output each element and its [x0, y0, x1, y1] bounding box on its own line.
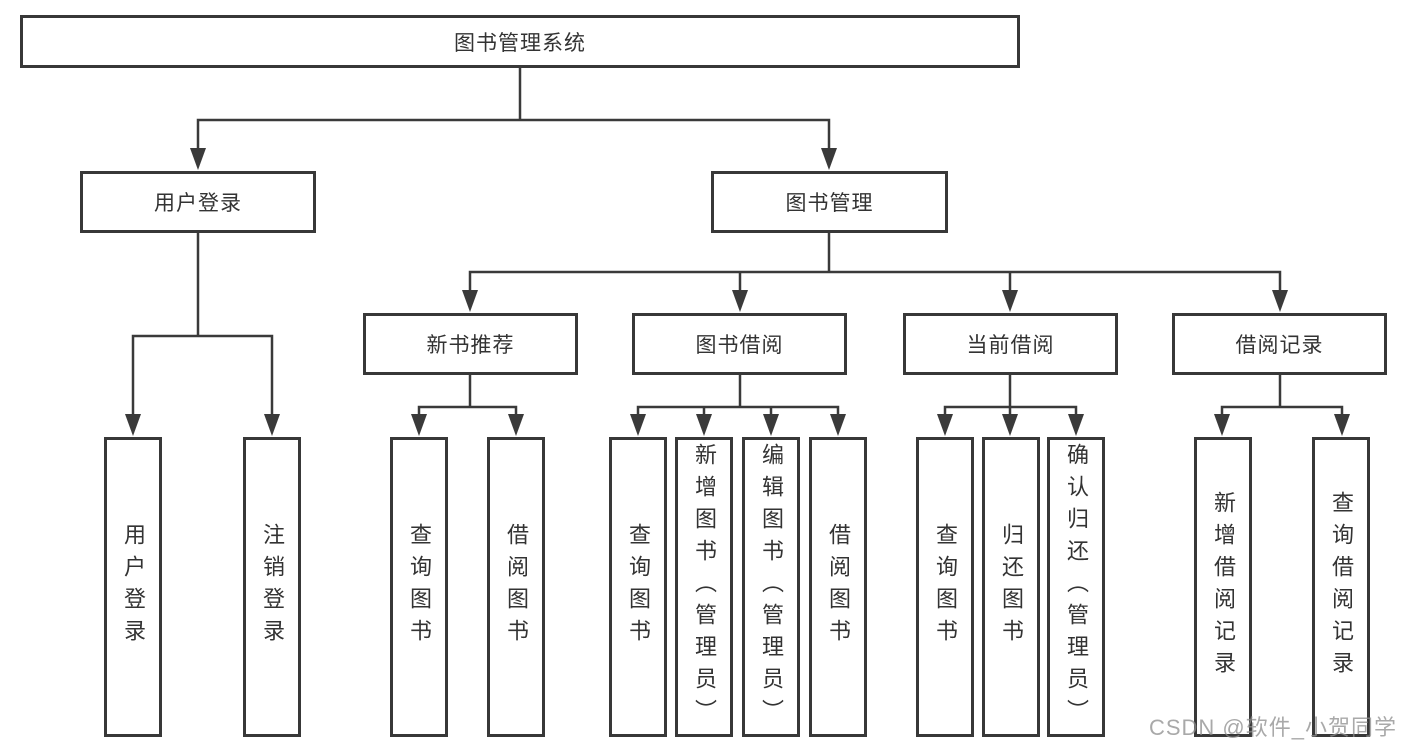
leaf-return-books-label: 归还图书	[999, 523, 1024, 651]
leaf-logout-login: 注销登录	[243, 437, 301, 737]
leaf-query-books-borrowing: 查询图书	[609, 437, 667, 737]
node-user-login-label: 用户登录	[154, 192, 242, 215]
leaf-user-login-label: 用户登录	[121, 523, 146, 651]
leaf-query-books-current-label: 查询图书	[933, 523, 958, 651]
leaf-edit-book-admin-label: 编辑图书（管理员）	[759, 443, 784, 731]
node-book-management-label: 图书管理	[785, 192, 874, 215]
node-book-management: 图书管理	[711, 171, 948, 233]
leaf-add-borrow-record: 新增借阅记录	[1194, 437, 1252, 737]
leaf-query-books-current: 查询图书	[916, 437, 974, 737]
leaf-add-book-admin-label: 新增图书（管理员）	[692, 443, 717, 731]
node-book-borrowing-label: 图书借阅	[695, 334, 784, 357]
leaf-borrow-books-borrowing: 借阅图书	[809, 437, 867, 737]
leaf-user-login: 用户登录	[104, 437, 162, 737]
node-book-borrowing: 图书借阅	[632, 313, 847, 375]
leaf-borrow-books-recommend-label: 借阅图书	[504, 523, 529, 651]
csdn-watermark: CSDN @软件_小贺同学	[1148, 715, 1397, 740]
node-current-borrowing-label: 当前借阅	[966, 334, 1055, 357]
node-root-label: 图书管理系统	[454, 31, 586, 55]
node-root: 图书管理系统	[20, 15, 1020, 68]
node-current-borrowing: 当前借阅	[903, 313, 1118, 375]
leaf-confirm-return-admin: 确认归还（管理员）	[1047, 437, 1105, 737]
leaf-borrow-books-recommend: 借阅图书	[487, 437, 545, 737]
node-user-login: 用户登录	[80, 171, 316, 233]
leaf-borrow-books-borrowing-label: 借阅图书	[826, 523, 851, 651]
leaf-query-books-recommend-label: 查询图书	[407, 523, 432, 651]
leaf-add-book-admin: 新增图书（管理员）	[675, 437, 733, 737]
node-new-book-recommendation: 新书推荐	[363, 313, 578, 375]
leaf-query-borrow-record-label: 查询借阅记录	[1329, 491, 1354, 683]
leaf-add-borrow-record-label: 新增借阅记录	[1211, 491, 1236, 683]
leaf-query-books-recommend: 查询图书	[390, 437, 448, 737]
leaf-logout-login-label: 注销登录	[260, 523, 285, 651]
leaf-edit-book-admin: 编辑图书（管理员）	[742, 437, 800, 737]
node-borrowing-records: 借阅记录	[1172, 313, 1387, 375]
leaf-confirm-return-admin-label: 确认归还（管理员）	[1064, 443, 1089, 731]
leaf-return-books: 归还图书	[982, 437, 1040, 737]
node-borrowing-records-label: 借阅记录	[1235, 334, 1324, 357]
leaf-query-books-borrowing-label: 查询图书	[626, 523, 651, 651]
leaf-query-borrow-record: 查询借阅记录	[1312, 437, 1370, 737]
node-new-book-recommendation-label: 新书推荐	[426, 334, 515, 357]
